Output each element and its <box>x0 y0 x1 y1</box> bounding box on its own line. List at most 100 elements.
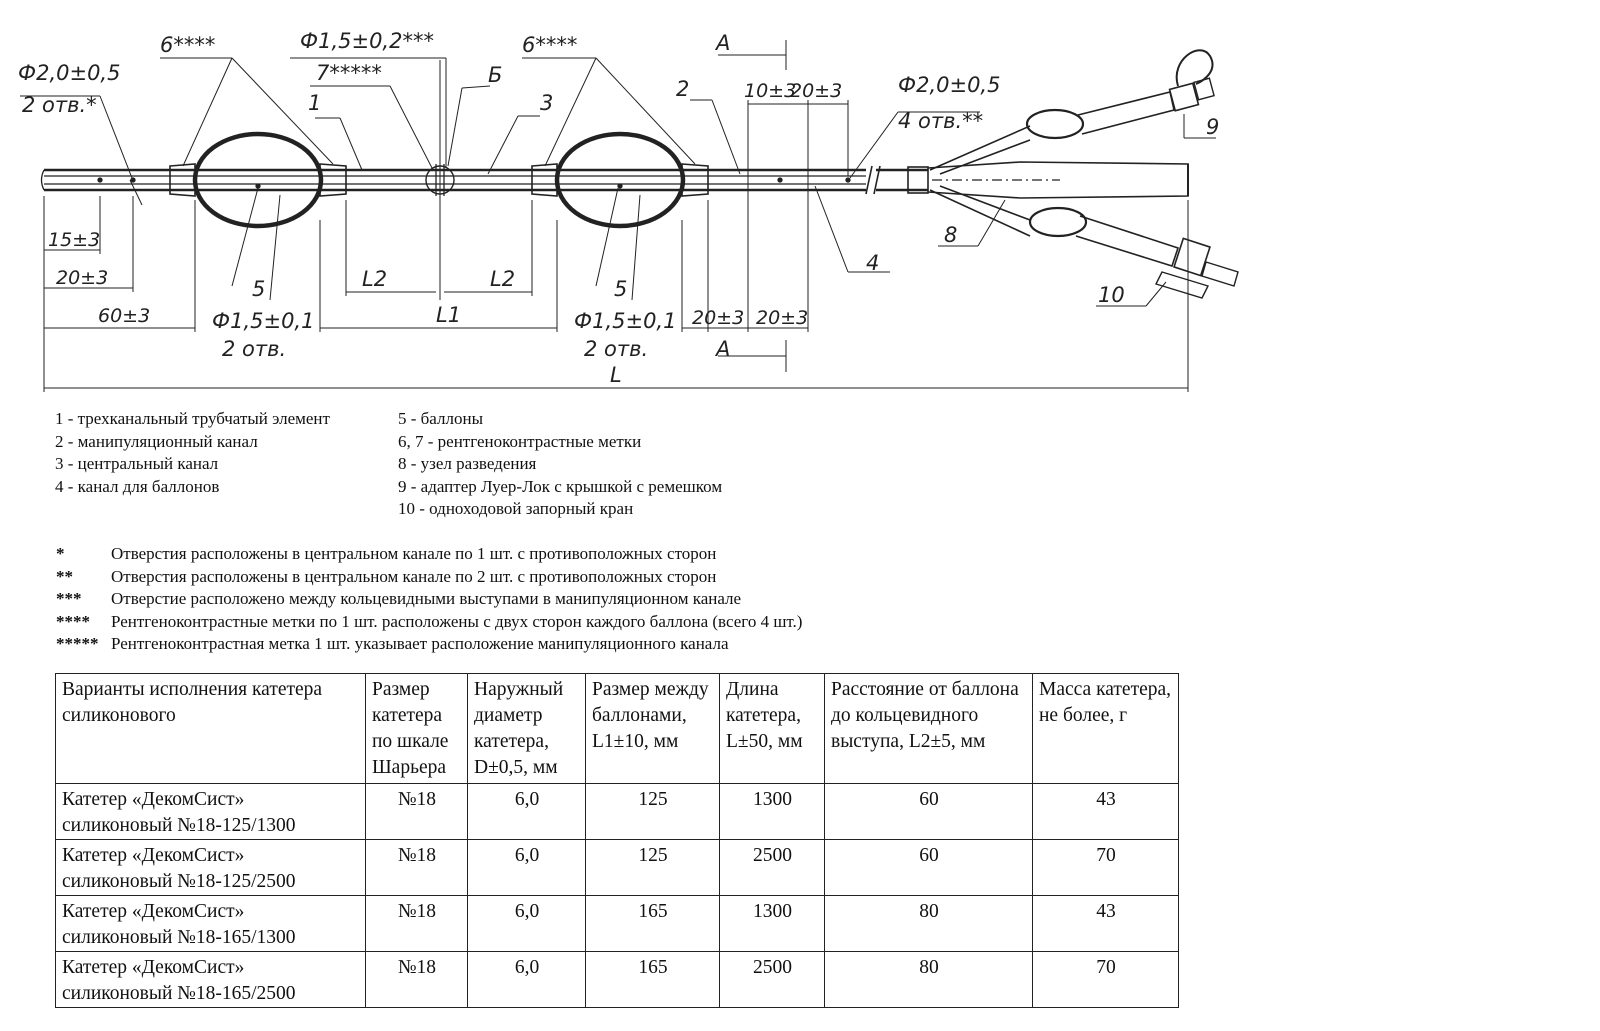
footnote: *** Отверстие расположено между кольцевид… <box>56 588 802 611</box>
variant-line2: силиконовый №18-165/1300 <box>62 927 296 948</box>
footnote-text: Отверстие расположено между кольцевидным… <box>111 589 742 608</box>
table-row: Катетер «ДекомСист» силиконовый №18-165/1… <box>55 895 1179 952</box>
cell-length: 2500 <box>719 839 825 896</box>
legend-item: 9 - адаптер Луер-Лок с крышкой с ремешко… <box>398 476 723 496</box>
label-holes-balloon-right: 2 отв. <box>584 337 648 361</box>
label-d-holes-left: Ф2,0±0,5 <box>18 61 120 85</box>
label-mark10: 10 <box>1098 283 1125 307</box>
cell-size: №18 <box>365 895 468 952</box>
footnotes: * Отверстия расположены в центральном кан… <box>56 543 802 656</box>
label-L2-right: L2 <box>490 267 515 291</box>
label-mark9: 9 <box>1206 115 1219 139</box>
cell-l1: 125 <box>585 783 720 840</box>
label-L2-left: L2 <box>362 267 387 291</box>
label-d-holes-right: Ф2,0±0,5 <box>898 73 1000 97</box>
label-holes-balloon-left: 2 отв. <box>222 337 286 361</box>
cell-diameter: 6,0 <box>467 895 586 952</box>
footnote: * Отверстия расположены в центральном кан… <box>56 543 802 566</box>
legend-item: 3 - центральный канал <box>55 454 219 473</box>
label-dim-20-left: 20±3 <box>56 267 108 289</box>
header-diameter: Наружный диаметр катетера, D±0,5, мм <box>467 673 586 784</box>
label-mark8: 8 <box>944 223 957 247</box>
cell-diameter: 6,0 <box>467 839 586 896</box>
header-length: Длина катетера, L±50, мм <box>719 673 825 784</box>
header-l2: Расстояние от баллона до кольцевидного в… <box>824 673 1033 784</box>
cell-variant: Катетер «ДекомСист» силиконовый №18-165/2… <box>55 951 366 1008</box>
footnote-mark: *** <box>56 589 82 608</box>
cell-l1: 165 <box>585 951 720 1008</box>
spec-table: Варианты исполнения катетера силиконовог… <box>55 673 1179 1008</box>
label-dim-15: 15±3 <box>48 229 100 251</box>
label-mark6-left: 6**** <box>160 33 215 57</box>
cell-size: №18 <box>365 783 468 840</box>
cell-size: №18 <box>365 839 468 896</box>
table-row: Катетер «ДекомСист»силиконовый №18-125/2… <box>55 839 1179 896</box>
cell-mass: 70 <box>1032 951 1179 1008</box>
legend-item: 5 - баллоны <box>398 409 483 428</box>
cell-diameter: 6,0 <box>467 951 586 1008</box>
label-L1: L1 <box>436 303 461 327</box>
label-d-balloon-right: Ф1,5±0,1 <box>574 309 676 333</box>
variant-line2: силиконовый №18-165/2500 <box>62 983 296 1004</box>
variant-line2: силиконовый №18-125/1300 <box>62 815 296 836</box>
footnote-text: Отверстия расположены в центральном кана… <box>111 544 717 563</box>
cell-diameter: 6,0 <box>467 783 586 840</box>
label-mark5-left: 5 <box>252 277 265 301</box>
cell-l2: 60 <box>824 783 1033 840</box>
header-l1: Размер между баллонами, L1±10, мм <box>585 673 720 784</box>
variant-line1: Катетер «ДекомСист» <box>62 957 245 978</box>
label-dim-20-b: 20±3 <box>756 307 808 329</box>
legend-right: 5 - баллоны 6, 7 - рентгеноконтрастные м… <box>398 408 722 521</box>
label-d-channel: Ф1,5±0,2*** <box>300 29 434 53</box>
variant-line1: Катетер «ДекомСист» <box>62 789 245 810</box>
header-mass: Масса катетера, не более, г <box>1032 673 1179 784</box>
cell-mass: 43 <box>1032 783 1179 840</box>
label-L: L <box>610 363 622 387</box>
footnote-mark: * <box>56 544 65 563</box>
cell-variant: Катетер «ДекомСист»силиконовый №18-125/2… <box>55 839 366 896</box>
table-row: Катетер «ДекомСист» силиконовый №18-165/2… <box>55 951 1179 1008</box>
label-markB: Б <box>488 63 502 87</box>
label-dim-60: 60±3 <box>98 305 150 327</box>
label-mark4: 4 <box>866 251 879 275</box>
label-holes-right: 4 отв.** <box>898 109 983 133</box>
footnote-text: Рентгеноконтрастная метка 1 шт. указывае… <box>111 634 729 653</box>
table-header-row: Варианты исполнения катетера силиконовог… <box>55 673 1179 784</box>
label-dim-20-top: 20±3 <box>790 80 842 102</box>
legend-item: 2 - манипуляционный канал <box>55 431 258 451</box>
legend-item: 10 - одноходовой запорный кран <box>398 499 634 518</box>
variant-line1: Катетер «ДекомСист» <box>62 901 245 922</box>
cell-l2: 60 <box>824 839 1033 896</box>
footnote: ****Рентгеноконтрастные метки по 1 шт. р… <box>56 611 802 634</box>
footnote: ***** Рентгеноконтрастная метка 1 шт. ука… <box>56 633 802 656</box>
legend-left: 1 - трехканальный трубчатый элемент 2 - … <box>55 408 330 498</box>
cell-l2: 80 <box>824 951 1033 1008</box>
legend-item: 4 - канал для баллонов <box>55 476 220 496</box>
cell-variant: Катетер «ДекомСист» силиконовый №18-125/1… <box>55 783 366 840</box>
label-holes-left: 2 отв.* <box>22 93 97 117</box>
legend-item: 8 - узел разведения <box>398 454 537 473</box>
cell-mass: 70 <box>1032 839 1179 896</box>
legend-item: 6, 7 - рентгеноконтрастные метки <box>398 431 642 451</box>
label-d-balloon-left: Ф1,5±0,1 <box>212 309 314 333</box>
cell-l2: 80 <box>824 895 1033 952</box>
footnote: **Отверстия расположены в центральном ка… <box>56 566 802 589</box>
label-mark3: 3 <box>540 91 553 115</box>
catheter-drawing: Ф2,0±0,5 2 отв.* 6**** Ф1,5±0,2*** 7****… <box>18 29 1239 392</box>
label-mark7: 7***** <box>316 61 382 85</box>
variant-line2: силиконовый №18-125/2500 <box>62 871 296 892</box>
cell-l1: 165 <box>585 895 720 952</box>
cell-l1: 125 <box>585 839 720 896</box>
cell-length: 2500 <box>719 951 825 1008</box>
header-variant: Варианты исполнения катетера силиконовог… <box>55 673 366 784</box>
label-dim-10: 10±3 <box>744 80 796 102</box>
footnote-mark: ***** <box>56 634 99 653</box>
cell-size: №18 <box>365 951 468 1008</box>
footnote-mark: **** <box>56 611 90 631</box>
header-size: Размер катетера по шкале Шарьера <box>365 673 468 784</box>
legend-item: 1 - трехканальный трубчатый элемент <box>55 409 330 428</box>
cell-length: 1300 <box>719 783 825 840</box>
cell-mass: 43 <box>1032 895 1179 952</box>
label-markA-bottom: А <box>714 337 730 361</box>
label-markA-top: А <box>714 31 730 55</box>
